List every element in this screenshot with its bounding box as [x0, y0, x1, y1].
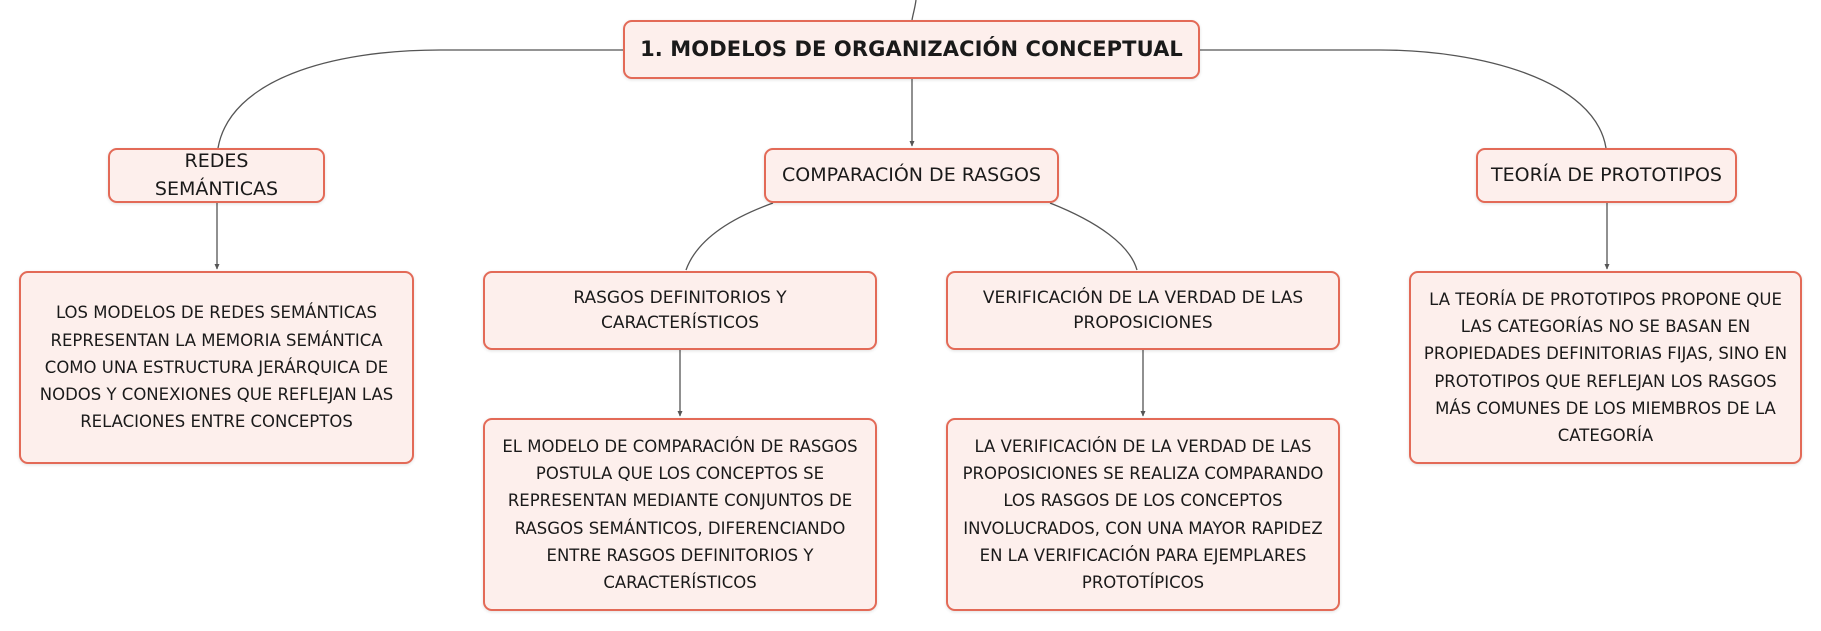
root-node[interactable]: 1. MODELOS DE ORGANIZACIÓN CONCEPTUAL [623, 20, 1200, 79]
sub-node-verificacion-verdad[interactable]: VERIFICACIÓN DE LA VERDAD DE LAS PROPOSI… [946, 271, 1340, 350]
connector-root-redes [217, 49, 624, 149]
branch-node-teoria-de-prototipos[interactable]: TEORÍA DE PROTOTIPOS [1476, 148, 1737, 203]
sub-node-label: VERIFICACIÓN DE LA VERDAD DE LAS PROPOSI… [982, 287, 1304, 333]
branch-node-redes-semanticas[interactable]: REDES SEMÁNTICAS [108, 148, 325, 203]
detail-node-teoria-de-prototipos[interactable]: LA TEORÍA DE PROTOTIPOS PROPONE QUE LAS … [1409, 271, 1802, 464]
sub-node-rasgos-definitorios[interactable]: RASGOS DEFINITORIOS Y CARACTERÍSTICOS [483, 271, 877, 350]
detail-node-redes-semanticas[interactable]: LOS MODELOS DE REDES SEMÁNTICAS REPRESEN… [19, 271, 414, 464]
root-node-label: 1. MODELOS DE ORGANIZACIÓN CONCEPTUAL [640, 37, 1183, 62]
detail-node-text: LA VERIFICACIÓN DE LA VERDAD DE LAS PROP… [962, 436, 1324, 592]
connector-comparacion-verificacion [1049, 202, 1138, 271]
connector-root-prototipos [1200, 49, 1607, 149]
branch-node-label: TEORÍA DE PROTOTIPOS [1491, 163, 1722, 186]
branch-node-comparacion-de-rasgos[interactable]: COMPARACIÓN DE RASGOS [764, 148, 1059, 203]
detail-node-text: EL MODELO DE COMPARACIÓN DE RASGOS POSTU… [502, 436, 858, 592]
detail-node-text: LA TEORÍA DE PROTOTIPOS PROPONE QUE LAS … [1423, 289, 1788, 445]
detail-node-rasgos-definitorios[interactable]: EL MODELO DE COMPARACIÓN DE RASGOS POSTU… [483, 418, 877, 611]
branch-node-label: REDES SEMÁNTICAS [154, 149, 279, 200]
connector-comparacion-rasgos [685, 202, 774, 271]
branch-node-label: COMPARACIÓN DE RASGOS [782, 163, 1041, 186]
connector-parent [911, 0, 917, 21]
sub-node-label: RASGOS DEFINITORIOS Y CARACTERÍSTICOS [573, 287, 787, 333]
detail-node-text: LOS MODELOS DE REDES SEMÁNTICAS REPRESEN… [39, 303, 394, 432]
detail-node-verificacion-verdad[interactable]: LA VERIFICACIÓN DE LA VERDAD DE LAS PROP… [946, 418, 1340, 611]
